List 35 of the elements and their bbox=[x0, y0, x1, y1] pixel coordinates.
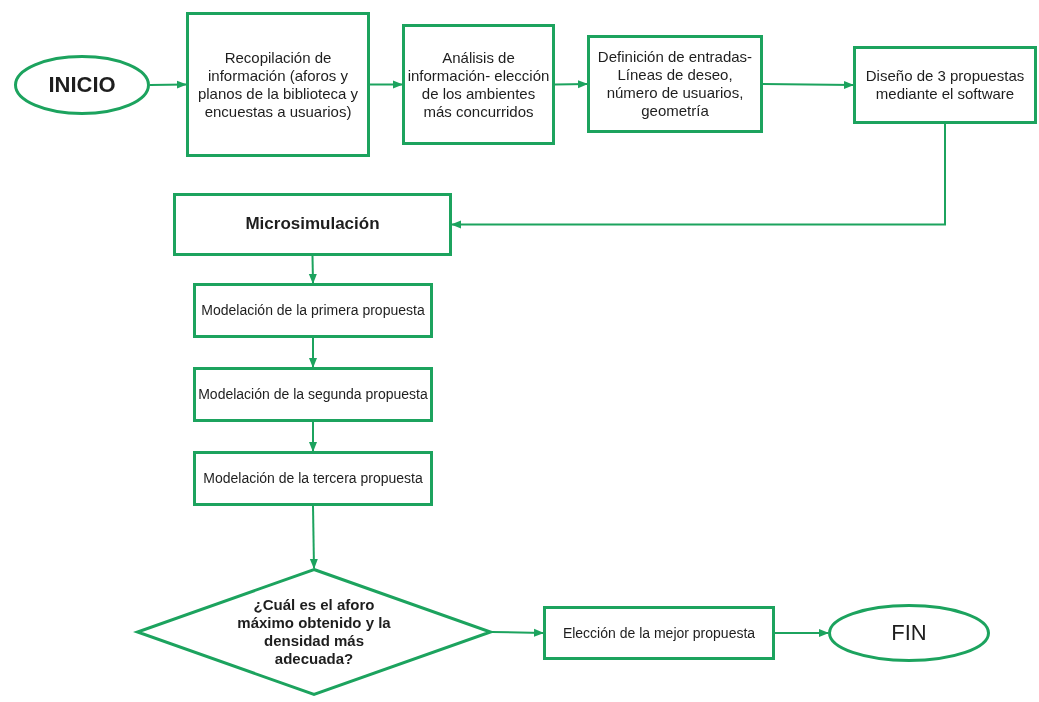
node-label: FIN bbox=[891, 619, 927, 647]
node-label: Modelación de la segunda propuesta bbox=[198, 386, 428, 403]
node-label: Microsimulación bbox=[245, 214, 380, 235]
process-box bbox=[193, 451, 433, 506]
process-box bbox=[186, 12, 370, 157]
node-label: Análisis de información- elección de los ambientes más concurridos bbox=[406, 48, 551, 121]
process-box bbox=[853, 46, 1037, 124]
arrow bbox=[309, 421, 317, 452]
arrow bbox=[309, 505, 318, 569]
node-label: Elección de la mejor propuesta bbox=[562, 624, 756, 642]
arrow bbox=[762, 80, 854, 89]
node-label: INICIO bbox=[48, 71, 116, 99]
process-box bbox=[173, 193, 452, 256]
decision-diamond bbox=[136, 568, 492, 696]
node-label: ¿Cuál es el aforo máximo obtenido y la densidad más adecuada? bbox=[236, 596, 392, 668]
node-label: Modelación de la primera propuesta bbox=[201, 302, 425, 319]
node-label: Diseño de 3 propuestas mediante el software bbox=[864, 67, 1026, 103]
process-box bbox=[587, 35, 763, 133]
process-box bbox=[193, 367, 433, 422]
arrow bbox=[369, 80, 403, 89]
arrow bbox=[149, 80, 187, 89]
process-box bbox=[193, 283, 433, 338]
arrow bbox=[308, 255, 317, 284]
node-label: Recopilación de información (aforos y planos de la biblioteca y encuestas a usuarios) bbox=[196, 48, 360, 121]
arrow bbox=[309, 337, 317, 368]
node-label: Definición de entradas- Líneas de deseo, número de usuarios, geometría bbox=[596, 48, 754, 120]
process-box bbox=[402, 24, 555, 145]
node-label: Modelación de la tercera propuesta bbox=[203, 470, 423, 487]
arrow bbox=[491, 628, 544, 637]
terminator-ellipse bbox=[14, 55, 150, 115]
arrow bbox=[774, 629, 829, 637]
arrow bbox=[451, 123, 946, 229]
process-box bbox=[543, 606, 775, 660]
arrow bbox=[554, 80, 588, 89]
terminator-ellipse bbox=[828, 604, 990, 662]
